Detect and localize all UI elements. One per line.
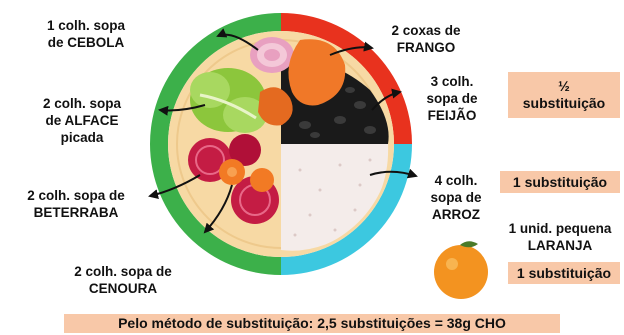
arrow-cenoura bbox=[203, 184, 233, 234]
arrow-alface bbox=[158, 104, 206, 116]
substitution-box-arroz: 1 substituição bbox=[500, 171, 620, 193]
carrot-icon bbox=[219, 159, 274, 192]
arrow-frango bbox=[329, 41, 374, 56]
arrow-cebola bbox=[216, 28, 259, 51]
arrow-beterraba bbox=[148, 174, 201, 199]
substitution-box-laranja: 1 substituição bbox=[508, 262, 620, 284]
orange-icon bbox=[434, 241, 488, 299]
rice-icon bbox=[281, 144, 389, 251]
ring-cyan-segment bbox=[281, 144, 412, 275]
lettuce-icon bbox=[190, 68, 267, 133]
arrow-feijao bbox=[371, 88, 402, 111]
ring-green-segment bbox=[150, 13, 281, 275]
chicken-icon bbox=[258, 39, 346, 126]
ring-red-segment bbox=[281, 13, 412, 144]
onion-icon bbox=[250, 37, 294, 73]
arrow-arroz bbox=[369, 168, 418, 179]
summary-bar: Pelo método de substituição: 2,5 substit… bbox=[64, 314, 560, 333]
